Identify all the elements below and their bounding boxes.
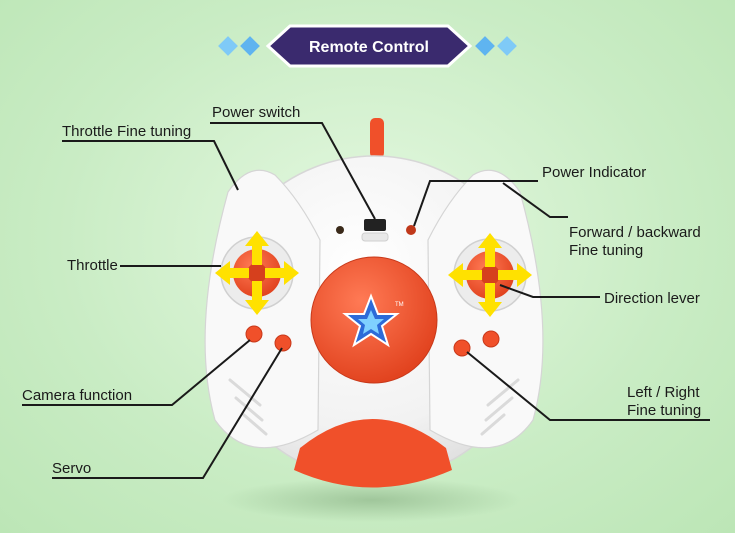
label-forward-backward-1: Forward / backward	[569, 224, 701, 241]
leader-lines	[22, 122, 710, 479]
power-indicator-led	[406, 225, 416, 235]
leader-power-indicator	[413, 180, 538, 227]
banner: Remote Control	[218, 24, 517, 68]
label-forward-backward-2: Fine tuning	[569, 242, 643, 259]
left-grip-ridges	[228, 378, 268, 436]
throttle-stick[interactable]	[215, 231, 299, 315]
hole-left	[336, 226, 344, 234]
star-logo-icon	[342, 293, 400, 348]
diamond-icon	[475, 36, 495, 56]
direction-lever[interactable]	[448, 233, 532, 317]
leader-left-right	[466, 351, 710, 421]
trademark-mark: TM	[395, 302, 404, 308]
leader-throttle-fine	[62, 140, 239, 191]
label-direction-lever: Direction lever	[604, 290, 700, 307]
left-right-trim-button-2[interactable]	[482, 330, 500, 348]
left-right-trim-button[interactable]	[453, 339, 471, 357]
diamond-icon	[218, 36, 238, 56]
remote-body: TM	[204, 118, 544, 522]
base-shadow	[222, 478, 522, 522]
label-left-right-2: Fine tuning	[627, 402, 701, 419]
leader-forward-backward	[502, 182, 568, 218]
banner-ribbon	[265, 24, 473, 68]
label-left-right-1: Left / Right	[627, 384, 700, 401]
label-throttle: Throttle	[67, 257, 118, 274]
leader-servo	[52, 347, 283, 479]
camera-function-button[interactable]	[245, 325, 263, 343]
leader-power-switch	[210, 122, 376, 220]
bottom-panel	[294, 419, 452, 488]
diamond-icon	[497, 36, 517, 56]
right-grip-ridges	[480, 378, 520, 436]
label-camera-function: Camera function	[22, 387, 132, 404]
label-power-indicator: Power Indicator	[542, 164, 646, 181]
label-power-switch: Power switch	[212, 104, 300, 121]
banner-title: Remote Control	[309, 39, 429, 56]
diamond-icon	[240, 36, 260, 56]
leader-camera-function	[22, 339, 251, 406]
leader-direction-lever	[499, 284, 600, 298]
power-switch[interactable]	[361, 219, 389, 242]
servo-button[interactable]	[274, 334, 292, 352]
label-throttle-fine-tuning: Throttle Fine tuning	[62, 123, 191, 140]
label-servo: Servo	[52, 460, 91, 477]
